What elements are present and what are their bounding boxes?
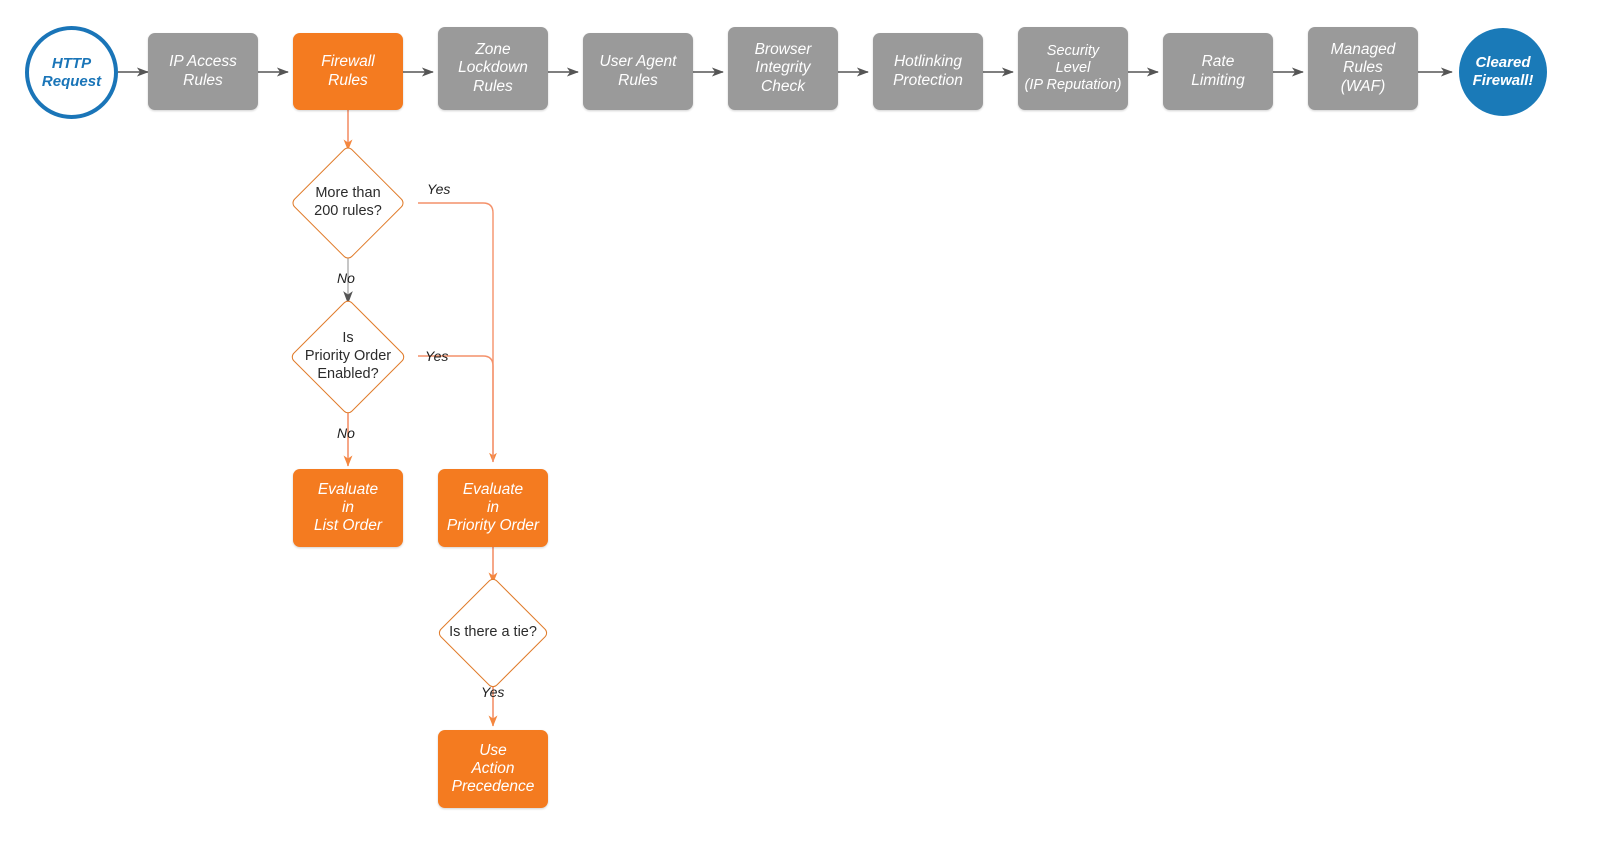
node-managed-rules-waf[interactable]: Managed Rules (WAF) xyxy=(1308,27,1418,110)
node-evaluate-in-list-order[interactable]: Evaluate in List Order xyxy=(293,469,403,547)
node-label: Managed Rules (WAF) xyxy=(1330,41,1396,95)
edge-label-yes-priority-enabled: Yes xyxy=(425,348,449,364)
edge-label-yes-tie: Yes xyxy=(481,684,505,700)
edge-label-yes-more-than-200: Yes xyxy=(427,181,451,197)
node-label: Browser Integrity Check xyxy=(754,41,812,95)
decision-label: Is Priority Order Enabled? xyxy=(304,330,392,382)
node-browser-integrity-check[interactable]: Browser Integrity Check xyxy=(728,27,838,110)
node-hotlinking-protection[interactable]: Hotlinking Protection xyxy=(873,33,983,110)
node-use-action-precedence[interactable]: Use Action Precedence xyxy=(438,730,548,808)
node-label: Use Action Precedence xyxy=(451,741,535,796)
node-label: User Agent Rules xyxy=(599,53,677,89)
node-cleared-firewall[interactable]: Cleared Firewall! xyxy=(1459,28,1547,116)
edge-decision1-yes xyxy=(418,202,497,463)
node-label: Rate Limiting xyxy=(1191,53,1245,89)
node-evaluate-in-priority-order[interactable]: Evaluate in Priority Order xyxy=(438,469,548,547)
node-label: Evaluate in Priority Order xyxy=(446,480,540,535)
decision-priority-order-enabled[interactable]: Is Priority Order Enabled? xyxy=(278,298,418,416)
node-label: HTTP Request xyxy=(41,54,102,90)
decision-is-there-a-tie[interactable]: Is there a tie? xyxy=(425,576,561,690)
node-label: Hotlinking Protection xyxy=(893,53,963,89)
node-zone-lockdown-rules[interactable]: Zone Lockdown Rules xyxy=(438,27,548,110)
node-label: Firewall Rules xyxy=(321,53,375,89)
edge-decision2-yes xyxy=(418,355,494,462)
decision-label: Is there a tie? xyxy=(449,624,537,641)
edge-label-no-priority-enabled: No xyxy=(337,425,355,441)
node-label: IP Access Rules xyxy=(169,53,237,89)
node-label: Cleared Firewall! xyxy=(1472,54,1534,89)
decision-label: More than 200 rules? xyxy=(314,185,382,219)
edge-label-no-more-than-200: No xyxy=(337,270,355,286)
node-user-agent-rules[interactable]: User Agent Rules xyxy=(583,33,693,110)
node-security-level[interactable]: Security Level (IP Reputation) xyxy=(1018,27,1128,110)
decision-more-than-200-rules[interactable]: More than 200 rules? xyxy=(278,145,418,261)
node-rate-limiting[interactable]: Rate Limiting xyxy=(1163,33,1273,110)
node-firewall-rules[interactable]: Firewall Rules xyxy=(293,33,403,110)
node-label: Zone Lockdown Rules xyxy=(458,41,528,95)
node-ip-access-rules[interactable]: IP Access Rules xyxy=(148,33,258,110)
node-label: Security Level (IP Reputation) xyxy=(1024,42,1122,94)
node-label: Evaluate in List Order xyxy=(313,480,383,535)
node-http-request[interactable]: HTTP Request xyxy=(25,26,118,119)
